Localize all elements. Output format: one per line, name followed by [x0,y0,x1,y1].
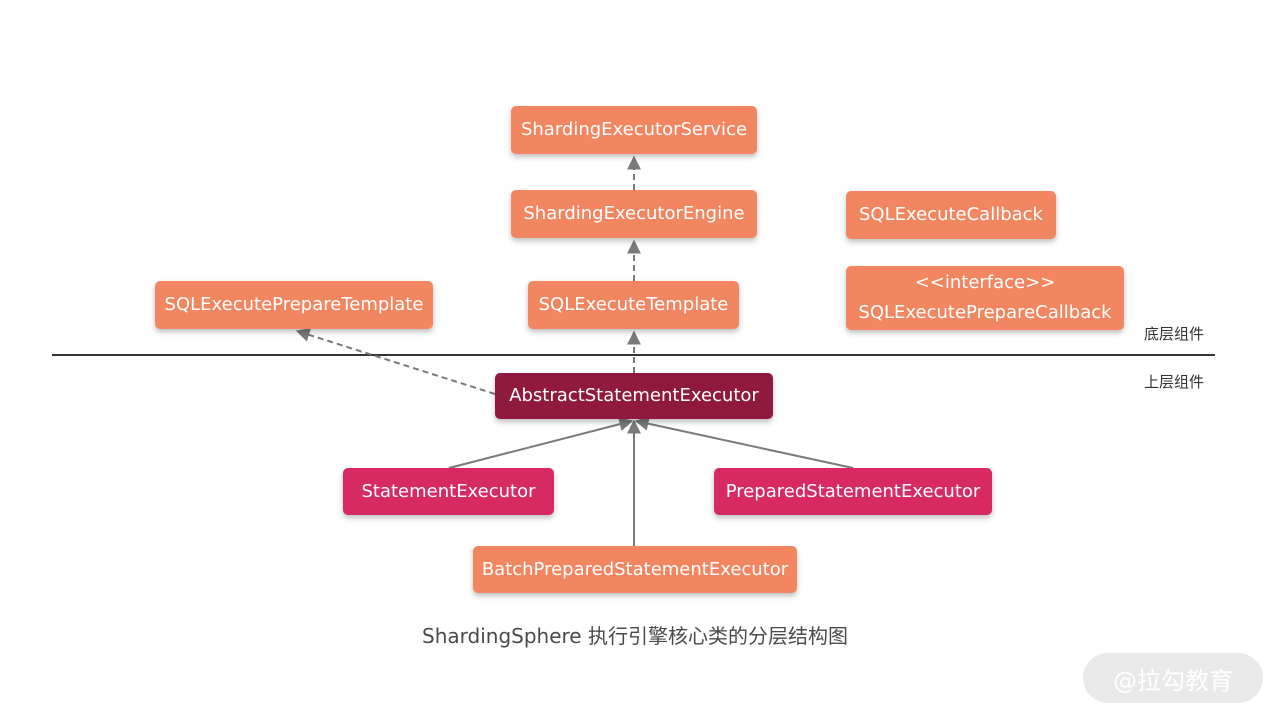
arrow-statement-to-abstract [448,417,634,469]
node-label: StatementExecutor [361,480,536,502]
node-label: SQLExecuteTemplate [538,294,729,315]
sql-execute-prepare-template-node: SQLExecutePrepareTemplate [155,281,433,329]
node-label: SQLExecutePrepareCallback [858,302,1112,323]
node-label: AbstractStatementExecutor [509,385,759,406]
watermark-logo: @拉勾教育 [1083,653,1263,703]
prepared-statement-executor-node: PreparedStatementExecutor [714,468,992,515]
node-label: SQLExecutePrepareTemplate [164,294,424,315]
bottom-layer-label: 底层组件 [1144,325,1205,343]
node-label: ShardingExecutorService [520,119,748,140]
node-label: SQLExecuteCallback [859,204,1043,225]
sql-execute-prepare-callback-node: <<interface>> SQLExecutePrepareCallback [846,266,1124,330]
sharding-executor-service-node: ShardingExecutorService [511,106,757,154]
statement-executor-node: StatementExecutor [343,468,554,515]
node-label: PreparedStatementExecutor [725,480,981,502]
node-label: BatchPreparedStatementExecutor [481,558,789,580]
batch-prepared-statement-executor-node: BatchPreparedStatementExecutor [473,546,797,593]
node-label: ShardingExecutorEngine [523,203,745,224]
arrow-abstract-to-prepare-template [295,328,496,395]
arrow-prepared-to-abstract [634,416,854,469]
diagram-caption: ShardingSphere 执行引擎核心类的分层结构图 [422,624,848,648]
top-layer-label: 上层组件 [1144,373,1205,391]
node-stereotype: <<interface>> [914,272,1056,293]
sql-execute-callback-node: SQLExecuteCallback [846,191,1056,239]
sharding-executor-engine-node: ShardingExecutorEngine [511,190,757,238]
sql-execute-template-node: SQLExecuteTemplate [528,281,739,329]
watermark-text: @拉勾教育 [1113,666,1233,695]
abstract-statement-executor-node: AbstractStatementExecutor [495,373,773,419]
